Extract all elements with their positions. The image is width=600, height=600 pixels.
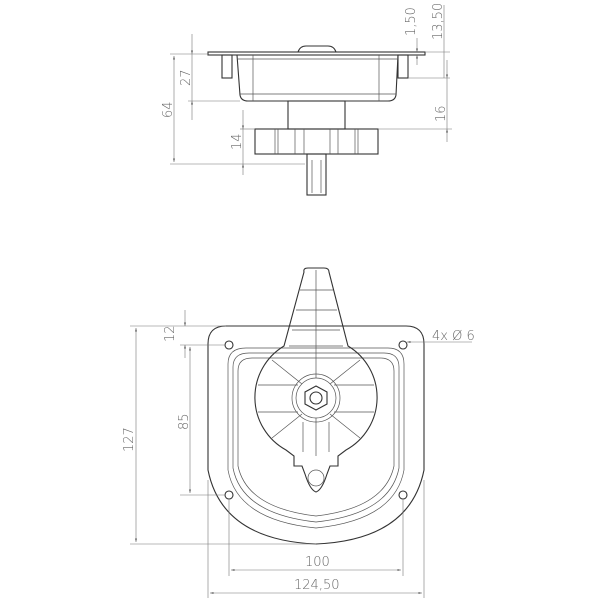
shaft (306, 153, 327, 196)
dim-124-50: 124,50 (294, 578, 340, 593)
hole-count: 4x (432, 329, 448, 344)
stem (287, 100, 346, 130)
dim-12: 12 (163, 325, 178, 342)
dim-100: 100 (305, 555, 330, 570)
dim-27: 27 (179, 69, 194, 86)
dim-127: 127 (122, 427, 137, 452)
plate-outline (207, 325, 425, 545)
dim-14: 14 (230, 133, 245, 150)
dim-1-50: 1,50 (404, 7, 419, 36)
dim-hole-diameter: 4x Ø 6 (432, 329, 475, 344)
side-view: 64 27 14 1,50 13,50 16 (161, 3, 452, 196)
hex-nut (304, 385, 328, 411)
dim-85: 85 (177, 413, 192, 430)
handle-bump (297, 45, 337, 53)
front-view: 127 12 85 100 124,50 4x Ø 6 (122, 267, 475, 598)
flange (207, 51, 426, 56)
dim-13-50: 13,50 (431, 3, 446, 40)
dim-64: 64 (161, 101, 176, 118)
tab-right (397, 54, 409, 79)
diameter-symbol: Ø (452, 329, 462, 344)
lever (254, 267, 378, 493)
tab-left (221, 54, 233, 79)
dim-16: 16 (434, 105, 449, 122)
knob (254, 128, 379, 155)
hole-diameter-value: 6 (466, 329, 474, 344)
